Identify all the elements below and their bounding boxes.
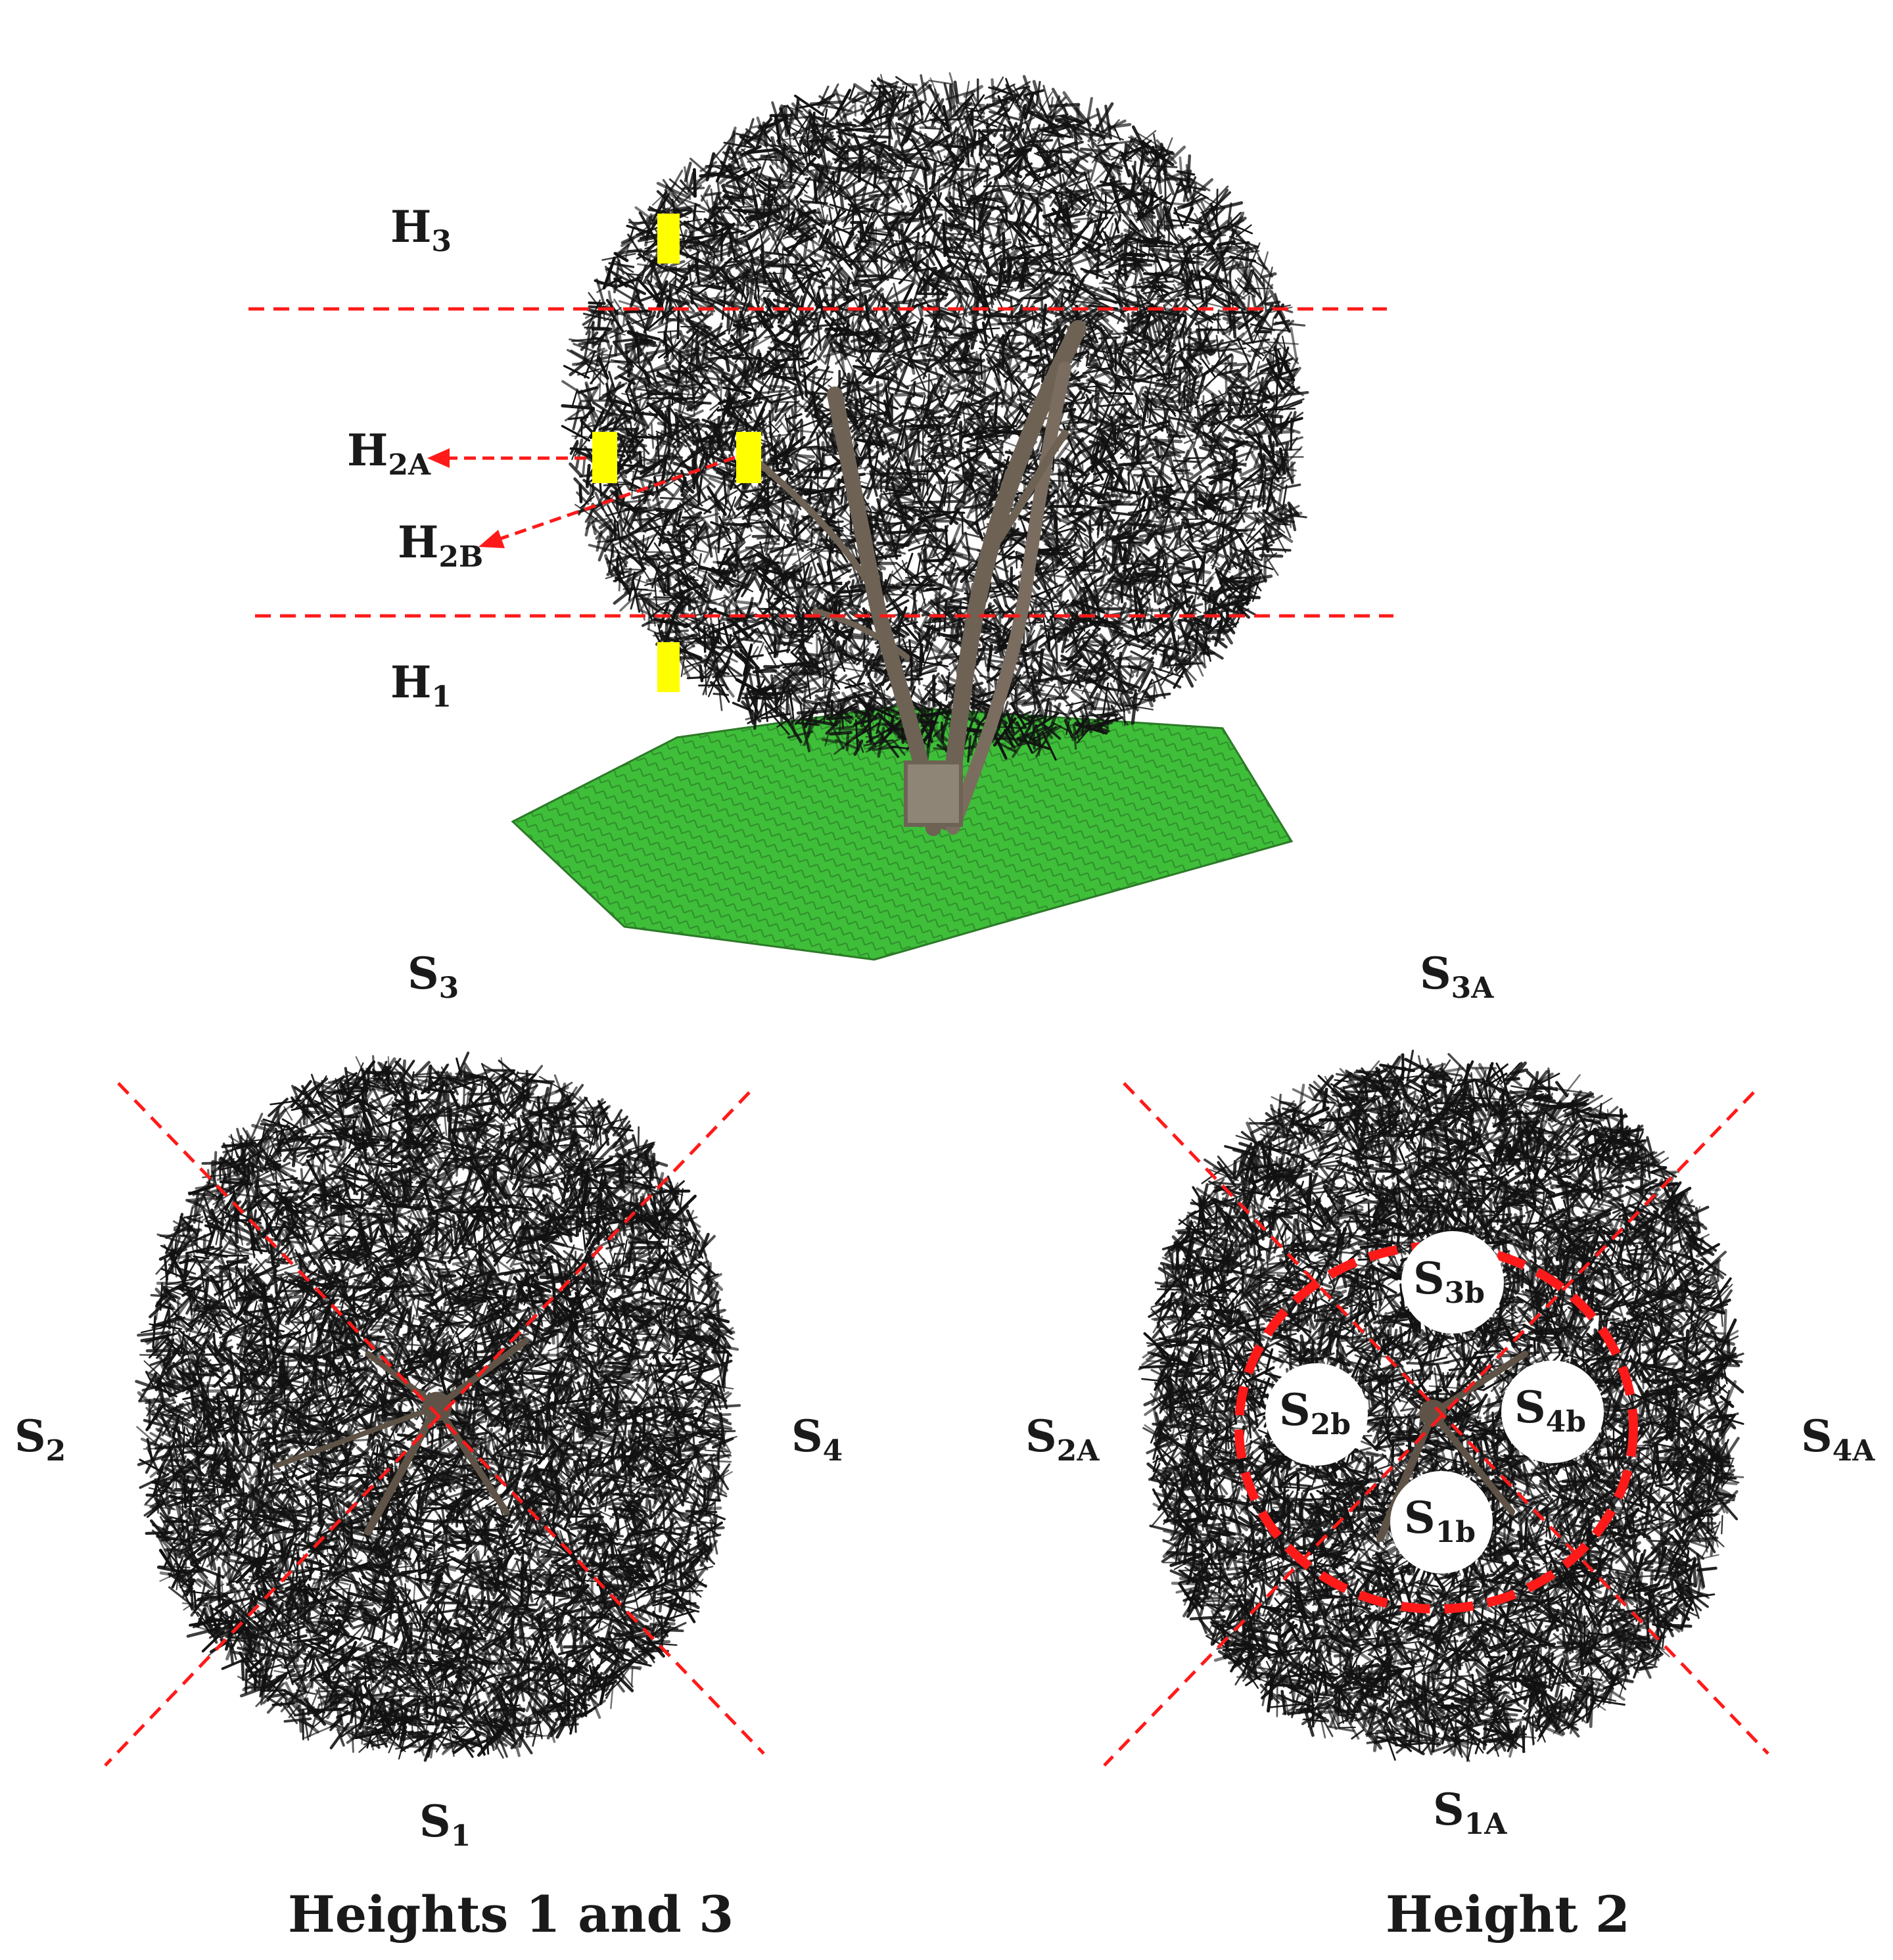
ground-platform	[511, 705, 1294, 961]
arrow-h2b	[479, 455, 736, 548]
label-s2: S2	[14, 1414, 66, 1466]
diagonal-right-a	[1123, 1082, 1769, 1755]
label-s3a: S3A	[1420, 952, 1493, 1003]
label-s1: S1	[419, 1800, 471, 1851]
diagonal-left-b	[104, 1091, 751, 1767]
label-h2b: H2B	[398, 521, 483, 572]
diagonal-left-a	[117, 1082, 765, 1755]
label-s4: S4	[791, 1414, 843, 1466]
label-s2a: S2A	[1025, 1414, 1099, 1466]
caption-height-2: Height 2	[1386, 1890, 1630, 1940]
label-h2a: H2A	[347, 429, 431, 480]
label-s1b: S1b	[1404, 1496, 1476, 1547]
side-view-canopy	[561, 72, 1309, 763]
label-h3: H3	[390, 205, 452, 256]
label-s4b: S4b	[1514, 1386, 1586, 1437]
top-view-right-canopy	[1138, 1049, 1744, 1762]
label-s3: S3	[408, 952, 459, 1003]
label-s1a: S1A	[1433, 1788, 1507, 1839]
sensor-marker-h3	[657, 214, 680, 264]
sensor-marker-h2b	[736, 432, 761, 483]
caption-heights-1-and-3: Heights 1 and 3	[288, 1890, 734, 1940]
sensor-marker-h1	[657, 642, 680, 692]
sensor-marker-h2a	[592, 432, 617, 483]
arrow-h2a	[427, 448, 586, 468]
diagonal-right-b	[1103, 1091, 1755, 1767]
label-s4a: S4A	[1801, 1414, 1875, 1466]
label-h1: H1	[390, 661, 452, 712]
side-view-trunk	[753, 320, 1087, 836]
top-view-left-canopy	[135, 1051, 741, 1762]
subzone-circle-s3b	[1401, 1231, 1504, 1334]
subzone-circle-s4b	[1501, 1361, 1604, 1463]
label-s3b: S3b	[1413, 1257, 1485, 1308]
label-s2b: S2b	[1279, 1388, 1351, 1439]
subzone-circle-s2b	[1265, 1363, 1368, 1466]
subzone-circle-s1b	[1390, 1471, 1493, 1574]
